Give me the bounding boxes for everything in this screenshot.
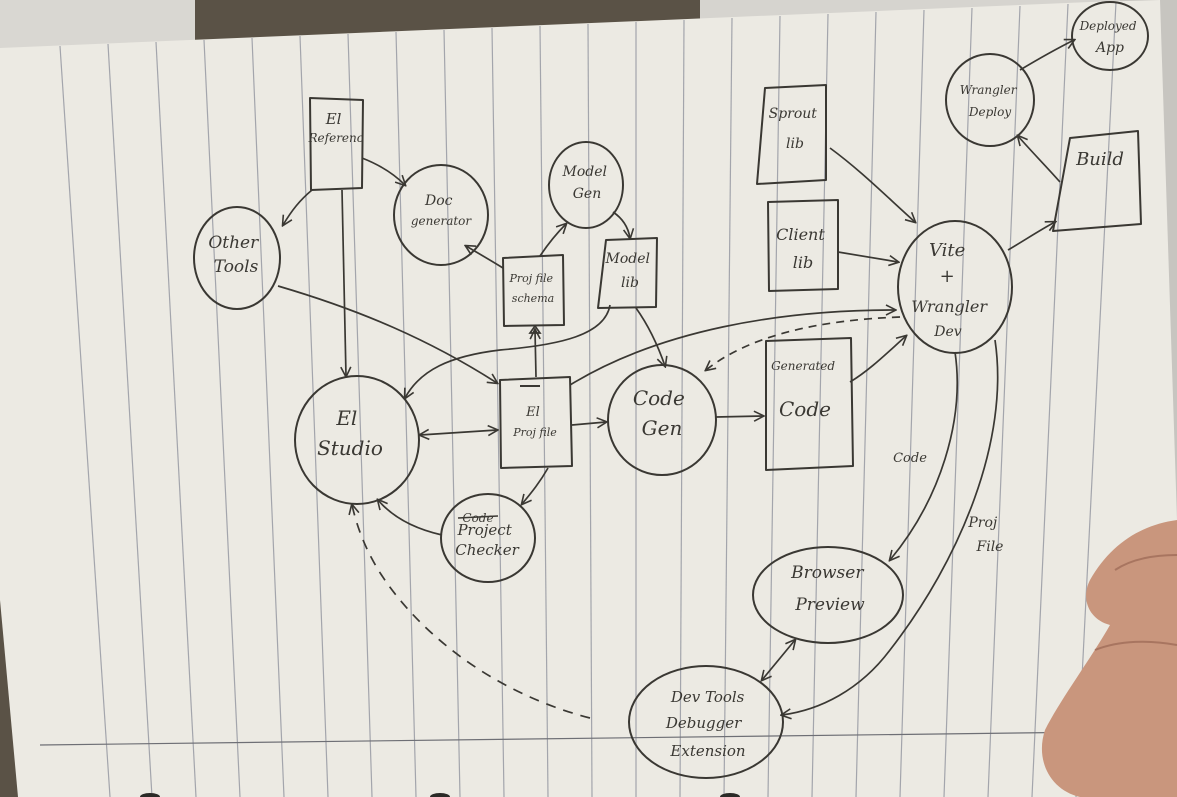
other-tools-label: Other Tools — [208, 233, 263, 277]
build-box — [1052, 130, 1142, 232]
edge-vite-to-codegen-dashed — [706, 316, 901, 370]
edge-vite-to-build — [1007, 222, 1055, 251]
edge-label-proj-file: Proj File — [967, 515, 1003, 555]
generated-code-box — [765, 337, 854, 471]
edge-sprout-to-vite — [829, 147, 915, 222]
edge-codegen-to-generated — [715, 416, 763, 417]
edge-vite-to-browser — [890, 351, 958, 560]
el-reference-label: El Referenc — [308, 110, 364, 145]
el-proj-file-label: El Proj file — [512, 405, 557, 439]
wrangler-deploy-circle — [945, 53, 1035, 147]
edge-elproj-to-vite — [569, 310, 895, 386]
edge-othertools-to-elproj — [277, 285, 497, 383]
deployed-app-label: Deployed App — [1079, 19, 1141, 56]
edge-browser-devtools — [762, 640, 795, 680]
deployed-app-circle — [1071, 1, 1149, 71]
edge-modellib-to-elstudio — [405, 304, 611, 398]
el-studio-label: El Studio — [317, 406, 383, 460]
edge-elproj-to-checker — [522, 467, 549, 504]
client-lib-box — [767, 199, 839, 292]
el-reference-box — [309, 97, 364, 191]
doc-generator-circle — [393, 164, 489, 266]
edge-devtools-to-elstudio-dashed — [352, 505, 591, 719]
model-gen-label: Model Gen — [562, 164, 612, 202]
wrangler-deploy-label: Wrangler Deploy — [960, 83, 1021, 119]
edge-build-to-deploy — [1018, 136, 1061, 183]
other-tools-circle — [193, 206, 281, 310]
sprout-lib-label: Sprout lib — [769, 106, 822, 152]
project-checker-label: Project Checker — [455, 521, 519, 559]
project-checker-strike — [457, 515, 499, 519]
edge-checker-to-elstudio — [378, 500, 443, 536]
edges — [277, 40, 1074, 719]
proj-schema-arrowhead-triangle — [528, 324, 542, 334]
sprout-lib-box — [756, 84, 827, 185]
edge-elref-to-othertools — [283, 189, 313, 225]
edge-elstudio-elproj — [420, 430, 497, 435]
hand-holding-paper — [1041, 520, 1177, 797]
edge-schema-to-modelgen — [539, 224, 566, 257]
project-checker-struck-label: Code — [462, 511, 493, 525]
edge-modellib-to-codegen — [635, 307, 665, 366]
edge-modelgen-to-modellib — [612, 211, 630, 238]
browser-preview-label: Browser Preview — [790, 563, 869, 615]
edge-vite-to-devtools — [782, 339, 999, 715]
vite-wrangler-dev-label: Vite + Wrangler Dev — [911, 240, 992, 340]
el-proj-file-box — [499, 376, 573, 469]
node-shapes — [193, 1, 1149, 779]
model-lib-box — [597, 237, 658, 309]
horizontal-margin-line — [39, 731, 1101, 746]
binder-holes — [140, 793, 740, 797]
generated-code-label: Generated Code — [771, 359, 839, 421]
ruled-lines — [59, 1, 1117, 797]
edge-generated-to-vite — [849, 336, 906, 383]
dev-tools-circle — [628, 665, 784, 779]
code-gen-label: Code Gen — [633, 386, 691, 440]
browser-preview-circle — [752, 546, 904, 644]
edge-elproj-to-codegen — [571, 422, 606, 425]
edge-elref-to-elstudio — [342, 189, 346, 376]
edge-label-code: Code — [893, 451, 927, 466]
client-lib-label: Client lib — [776, 225, 830, 272]
model-gen-circle — [548, 141, 624, 229]
edge-schema-to-docgen — [466, 246, 504, 269]
edge-client-to-vite — [837, 251, 898, 262]
build-label: Build — [1075, 149, 1124, 170]
proj-file-schema-label: Proj file schema — [508, 272, 556, 305]
model-lib-label: Model lib — [605, 251, 655, 291]
dev-tools-label: Dev Tools Debugger Extension — [665, 688, 749, 760]
project-checker-circle — [440, 493, 536, 583]
doc-generator-label: Doc generator — [411, 193, 473, 228]
edge-elproj-to-schema — [535, 330, 536, 378]
proj-file-schema-box — [502, 254, 565, 327]
edge-deploy-to-app — [1019, 40, 1074, 71]
edge-elref-to-docgen — [361, 157, 405, 185]
